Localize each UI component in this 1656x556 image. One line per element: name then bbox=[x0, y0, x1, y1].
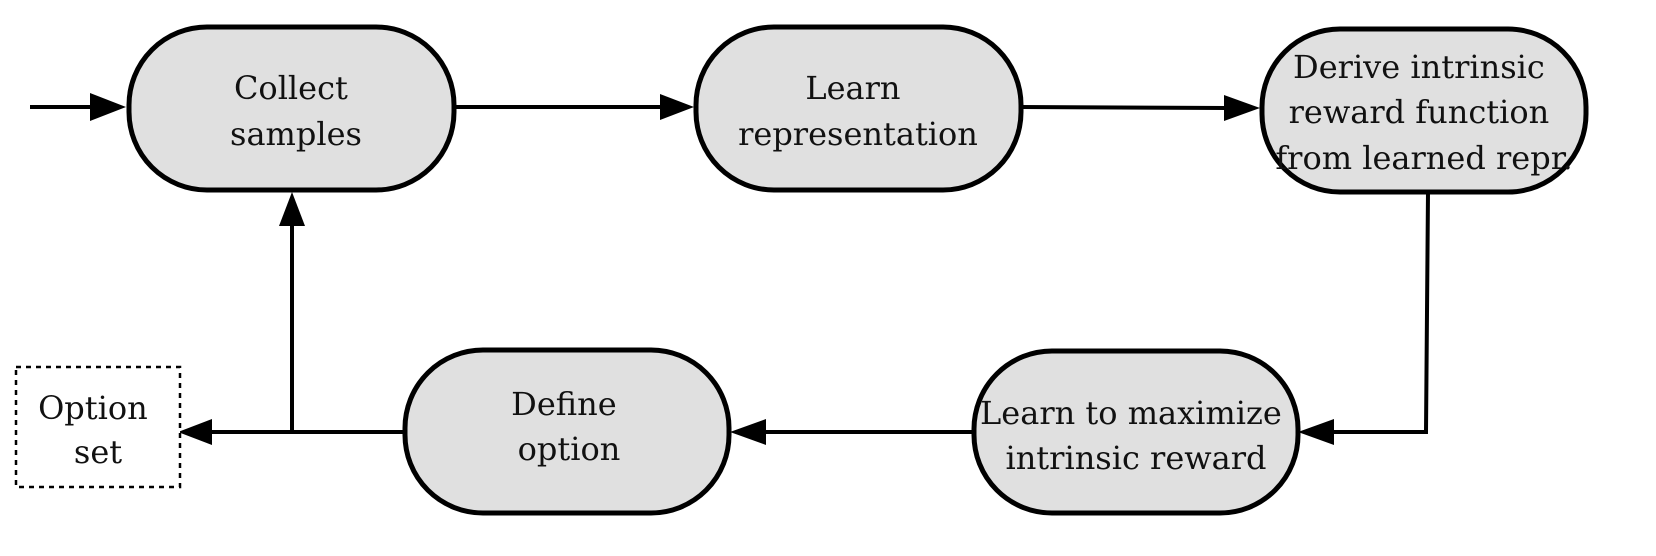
node-label-line: intrinsic reward bbox=[1005, 439, 1266, 477]
node-label-line: Derive intrinsic bbox=[1293, 48, 1545, 86]
node-label-line: Learn to maximize bbox=[980, 394, 1282, 432]
node-learn-representation: Learn representation bbox=[693, 24, 1024, 193]
node-label-line: Define bbox=[511, 385, 616, 423]
entry-arrow bbox=[30, 93, 126, 121]
node-label-line: set bbox=[74, 433, 122, 471]
node-define-option: Define option bbox=[402, 347, 732, 516]
svg-text:Learn representation: Learn representation bbox=[738, 69, 978, 153]
svg-text:Learn to maximize intrin: Learn to maximize intrinsic reward bbox=[980, 394, 1292, 477]
node-label-line: Option bbox=[38, 389, 148, 427]
node-label-line: samples bbox=[230, 115, 362, 153]
node-label-line: option bbox=[518, 430, 621, 468]
arrow-collect-to-learn-representation bbox=[456, 94, 694, 120]
svg-text:Derive intrinsic reward: Derive intrinsic reward function from le… bbox=[1275, 48, 1572, 177]
node-learn-to-maximize: Learn to maximize intrinsic reward bbox=[971, 348, 1301, 516]
node-collect-samples: Collect samples bbox=[126, 24, 457, 193]
node-label-line: Learn bbox=[805, 69, 900, 107]
arrow-loop-back-to-collect bbox=[279, 192, 305, 432]
svg-text:Define option: Define option bbox=[511, 385, 627, 468]
arrow-maximize-to-define-option bbox=[730, 419, 972, 445]
node-label-line: Collect bbox=[234, 69, 348, 107]
node-label-line: from learned repr. bbox=[1275, 139, 1572, 177]
svg-text:Option set: Option set bbox=[38, 389, 158, 471]
node-derive-intrinsic-reward: Derive intrinsic reward function from le… bbox=[1259, 26, 1589, 195]
node-option-set: Option set bbox=[14, 365, 182, 489]
arrow-define-option-to-option-set bbox=[178, 419, 404, 445]
arrow-derive-to-maximize bbox=[1298, 191, 1430, 445]
arrow-learn-representation-to-derive bbox=[1019, 95, 1260, 121]
svg-text:Collect samples: Collect samples bbox=[230, 69, 362, 153]
node-label-line: reward function bbox=[1289, 93, 1550, 131]
node-label-line: representation bbox=[738, 115, 978, 153]
